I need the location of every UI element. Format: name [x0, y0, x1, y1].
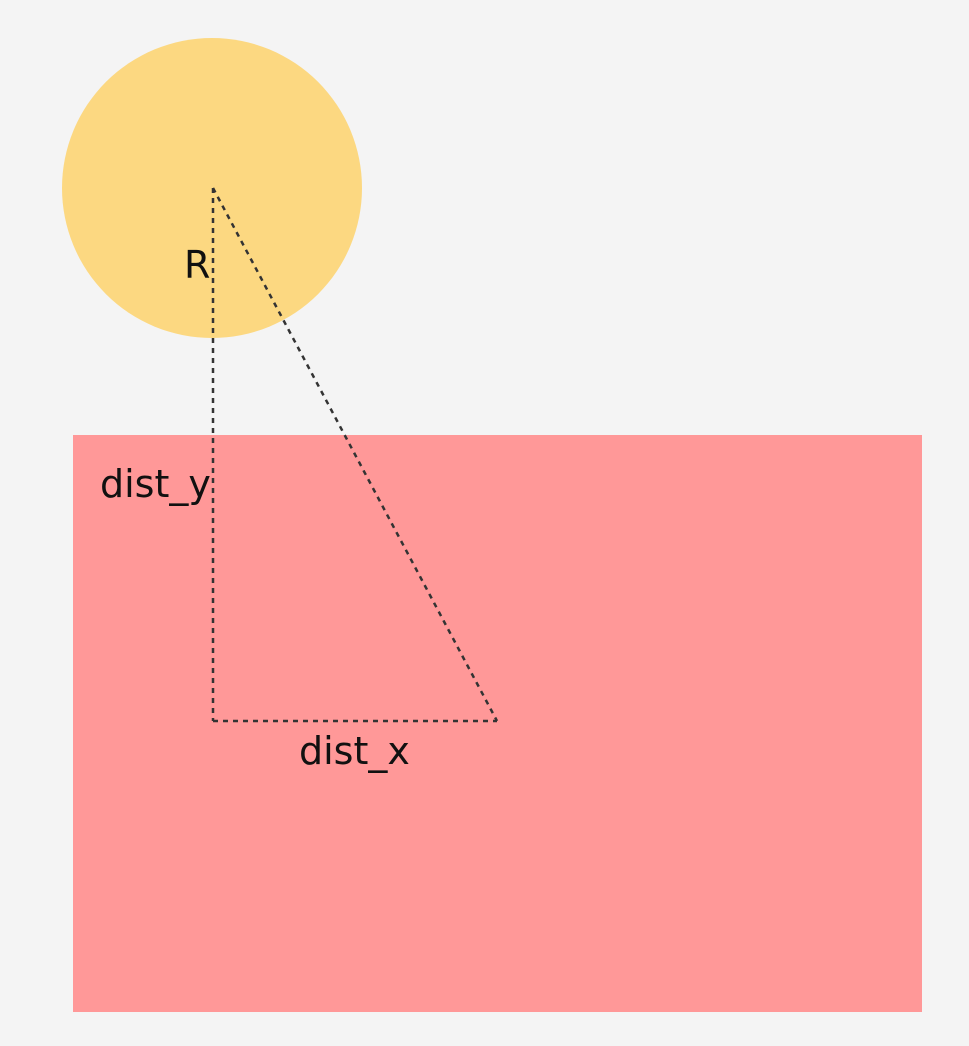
hypotenuse-line: [211, 187, 499, 722]
radius-label: R: [184, 243, 210, 287]
dist-y-label: dist_y: [100, 462, 211, 506]
dist-x-label: dist_x: [299, 729, 410, 773]
rectangle: [73, 435, 922, 1012]
